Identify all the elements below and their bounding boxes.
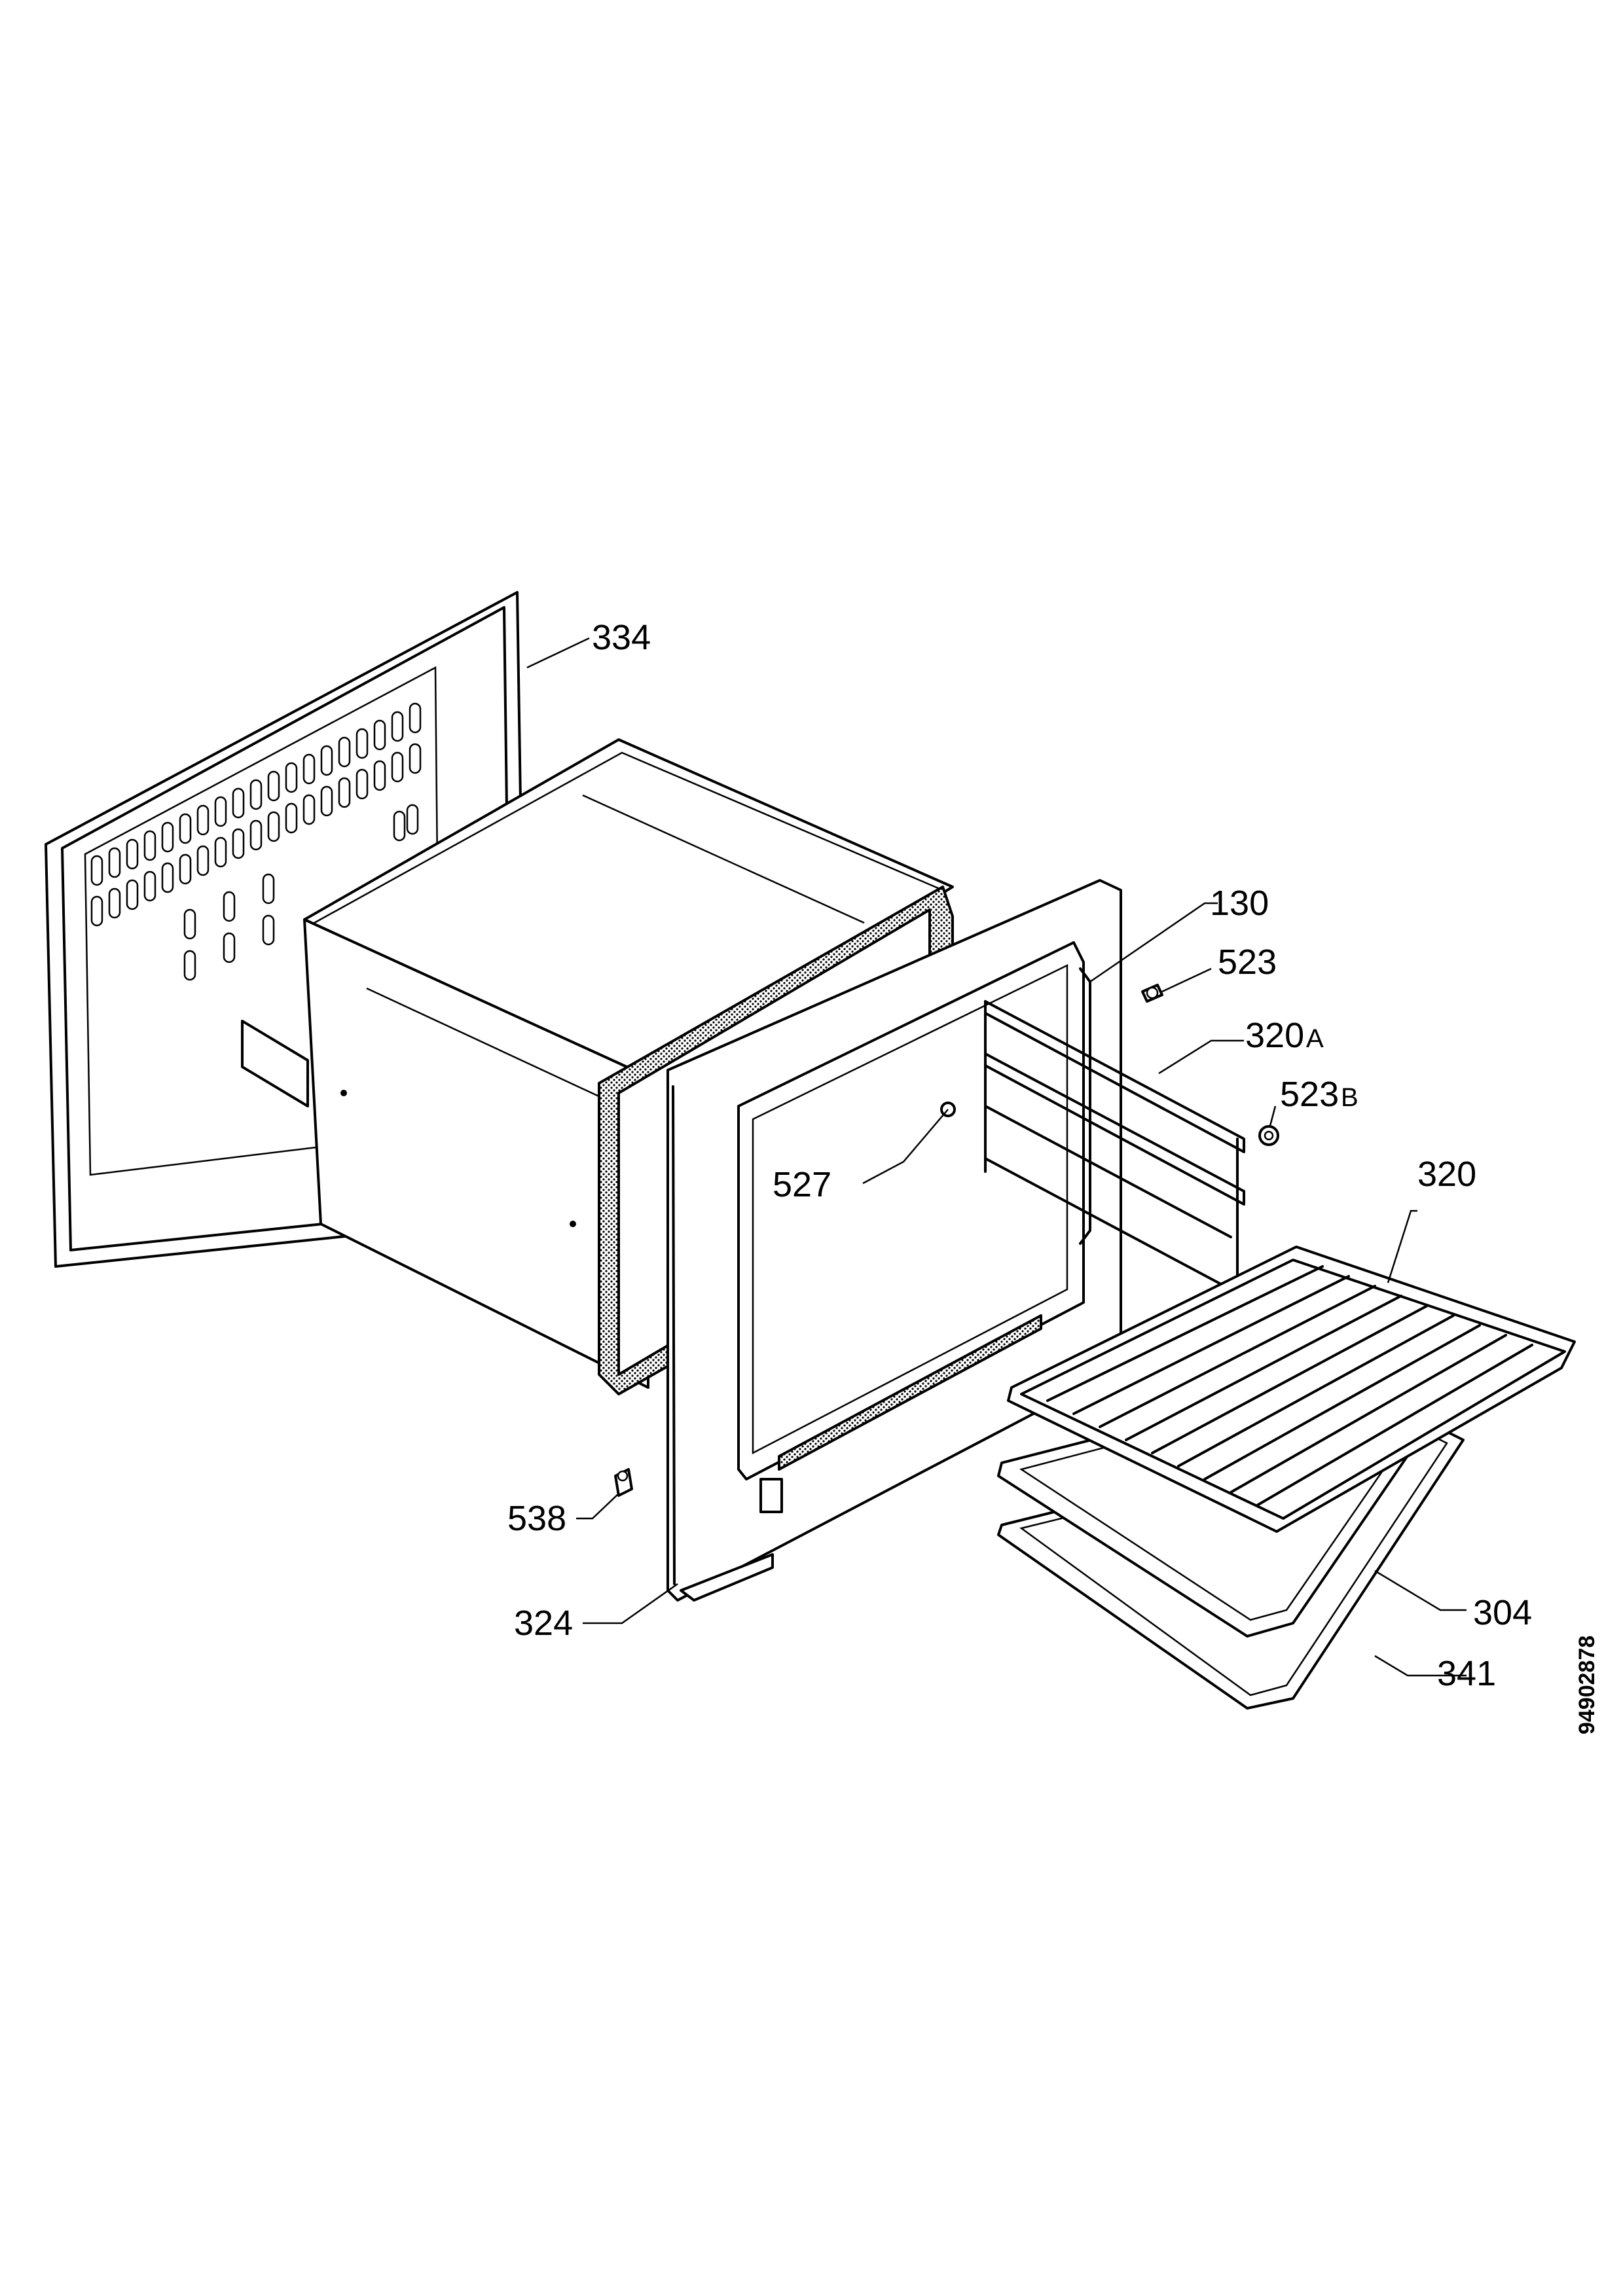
label-320: 320 xyxy=(1417,1155,1476,1194)
label-538: 538 xyxy=(507,1499,566,1538)
label-334: 334 xyxy=(592,618,651,657)
label-523b: 523 xyxy=(1280,1075,1339,1114)
leader-538: 538 xyxy=(507,1493,619,1538)
leader-304: 304 xyxy=(1374,1570,1532,1632)
leader-523b: 523 B xyxy=(1269,1075,1359,1126)
label-523b-suffix: B xyxy=(1341,1083,1359,1112)
clip-538 xyxy=(614,1468,633,1497)
leader-320: 320 xyxy=(1387,1155,1476,1283)
door-seal-130 xyxy=(1079,967,1091,1245)
label-341: 341 xyxy=(1437,1654,1496,1693)
label-320a-suffix: A xyxy=(1306,1024,1324,1053)
label-130: 130 xyxy=(1210,884,1269,923)
leader-527: 527 xyxy=(773,1109,949,1204)
label-304: 304 xyxy=(1473,1593,1532,1632)
leader-523: 523 xyxy=(1161,942,1277,993)
shelf-support-320a xyxy=(984,1000,1245,1304)
leader-324: 324 xyxy=(514,1583,678,1643)
label-324: 324 xyxy=(514,1604,573,1643)
label-320a: 320 xyxy=(1245,1016,1304,1055)
screw-523 xyxy=(1141,984,1163,1003)
label-523: 523 xyxy=(1218,942,1277,982)
leader-130: 130 xyxy=(1089,884,1269,983)
document-id: 94902878 xyxy=(1575,1636,1599,1734)
wire-shelf-320 xyxy=(1007,1246,1576,1533)
leader-341: 341 xyxy=(1374,1654,1496,1693)
label-527: 527 xyxy=(773,1165,831,1204)
leader-334: 334 xyxy=(526,618,651,669)
leader-320a: 320 A xyxy=(1158,1016,1324,1075)
nut-523b xyxy=(1258,1125,1279,1146)
